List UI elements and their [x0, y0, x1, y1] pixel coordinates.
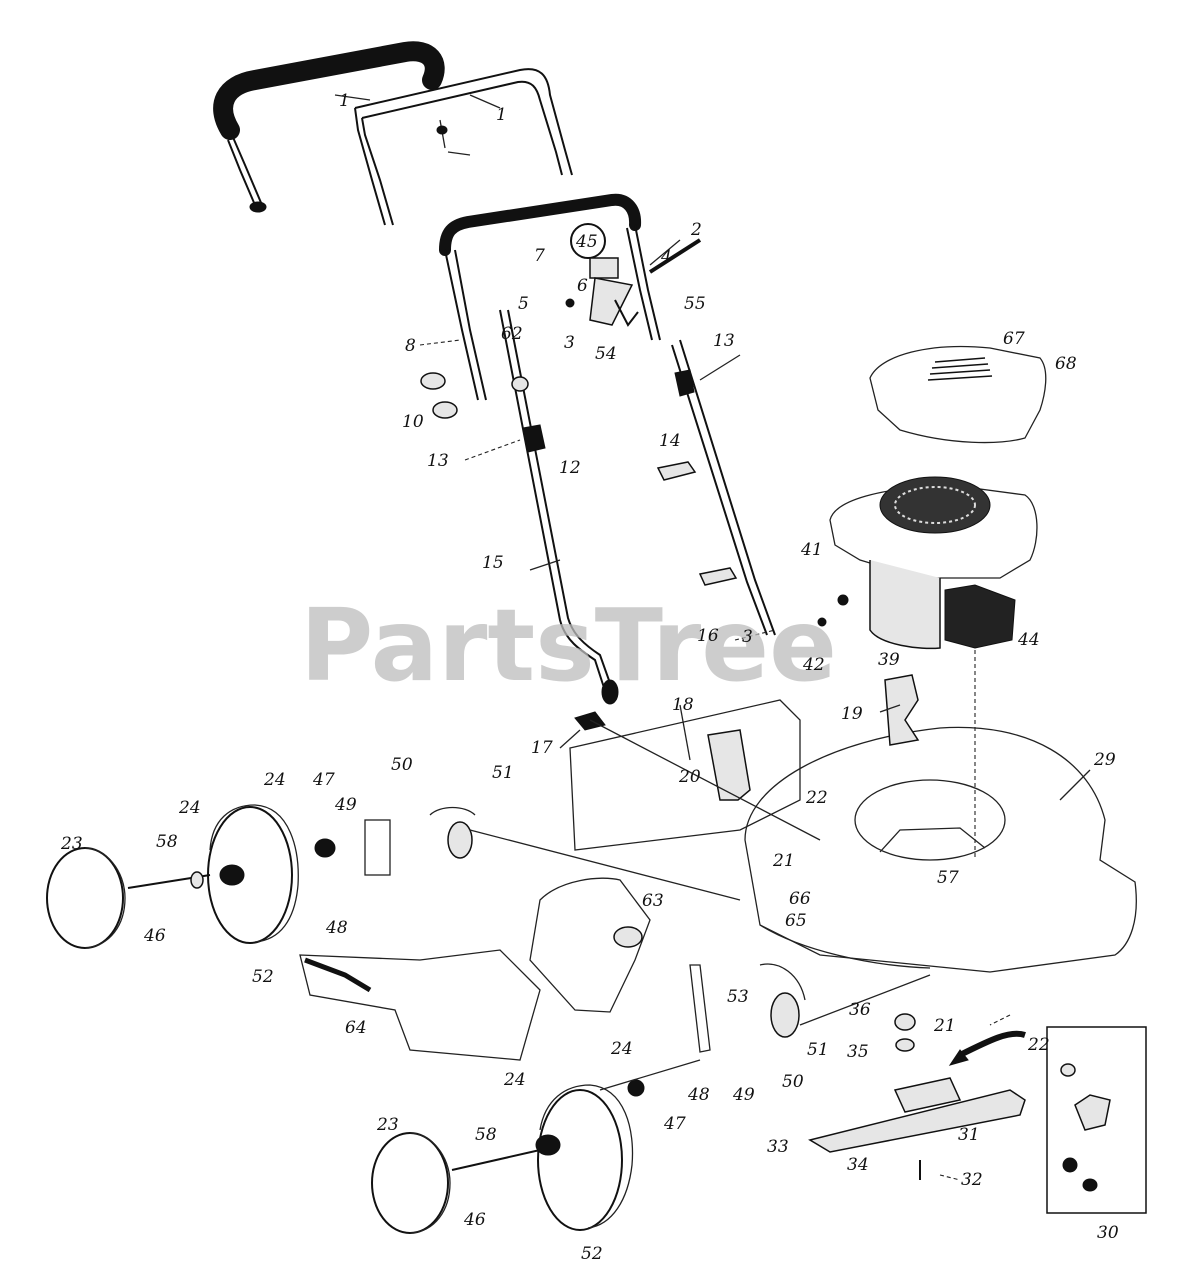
callout-50: 50: [391, 755, 413, 775]
callout-10: 10: [402, 412, 424, 432]
callout-23: 23: [376, 1115, 399, 1135]
callout-13: 13: [427, 451, 449, 471]
callout-13: 13: [713, 331, 735, 351]
callout-19: 19: [841, 704, 863, 724]
callout-1: 1: [496, 105, 507, 125]
callout-17: 17: [531, 738, 553, 758]
callout-68: 68: [1055, 354, 1077, 374]
callout-67: 67: [1003, 329, 1025, 349]
callout-63: 63: [642, 891, 664, 911]
callout-52: 52: [581, 1244, 603, 1264]
callout-52: 52: [252, 967, 274, 987]
callout-4: 4: [660, 247, 672, 267]
callout-49: 49: [732, 1085, 755, 1105]
callout-24: 24: [610, 1039, 633, 1059]
callout-65: 65: [785, 911, 807, 931]
callout-33: 33: [767, 1137, 789, 1157]
callout-29: 29: [1093, 750, 1116, 770]
callout-24: 24: [263, 770, 286, 790]
inset-adapter-detail: [1046, 1026, 1147, 1214]
callout-64: 64: [345, 1018, 367, 1038]
wheel-front-left: [371, 963, 806, 1234]
callout-14: 14: [659, 431, 681, 451]
callout-49: 49: [334, 795, 357, 815]
callout-48: 48: [687, 1085, 710, 1105]
callout-15: 15: [482, 553, 504, 573]
height-adjuster-brackets: [574, 674, 920, 801]
callout-22: 22: [1027, 1035, 1050, 1055]
callout-24: 24: [178, 798, 201, 818]
callout-57: 57: [937, 868, 959, 888]
callout-41: 41: [800, 540, 823, 560]
callout-36: 36: [849, 1000, 871, 1020]
callout-51: 51: [492, 763, 514, 783]
callout-labels: 1 1 2 3 3 4 5 6 7 8 10 12 13 13 14 15 16…: [60, 91, 1119, 1264]
callout-47: 47: [663, 1114, 686, 1134]
callout-55: 55: [684, 294, 706, 314]
callout-1: 1: [339, 91, 350, 111]
control-assembly: [565, 223, 702, 327]
callout-16: 16: [697, 626, 719, 646]
engine-cover: [869, 345, 1047, 444]
callout-32: 32: [961, 1170, 983, 1190]
callout-22: 22: [805, 788, 828, 808]
callout-8: 8: [405, 336, 416, 356]
callout-21: 21: [772, 851, 795, 871]
callout-51: 51: [807, 1040, 829, 1060]
upper-handle-bar: [354, 68, 573, 226]
callout-3: 3: [564, 333, 575, 353]
callout-50: 50: [782, 1072, 804, 1092]
callout-48: 48: [325, 918, 348, 938]
callout-23: 23: [60, 834, 83, 854]
callout-35: 35: [847, 1042, 869, 1062]
leader-lines: [334, 94, 1091, 1181]
callout-46: 46: [143, 926, 166, 946]
watermark-text: PartsTree: [300, 587, 837, 704]
callout-58: 58: [475, 1125, 497, 1145]
callout-34: 34: [847, 1155, 869, 1175]
callout-2: 2: [690, 220, 702, 240]
callout-6: 6: [577, 276, 588, 296]
callout-53: 53: [727, 987, 749, 1007]
callout-20: 20: [678, 767, 701, 787]
callout-3: 3: [742, 627, 753, 647]
callout-12: 12: [559, 458, 581, 478]
callout-45: 45: [575, 232, 598, 252]
lower-handle: [420, 309, 776, 705]
callout-18: 18: [672, 695, 694, 715]
blade-assembly: [808, 1013, 1026, 1180]
callout-54: 54: [595, 344, 617, 364]
engine: [817, 476, 1038, 860]
middle-handle: [439, 193, 661, 401]
callout-31: 31: [958, 1125, 980, 1145]
callout-42: 42: [802, 655, 825, 675]
callout-24: 24: [503, 1070, 526, 1090]
callout-21: 21: [933, 1016, 956, 1036]
mower-deck: [744, 726, 1137, 973]
callout-46: 46: [463, 1210, 486, 1230]
callout-66: 66: [789, 889, 811, 909]
callout-47: 47: [312, 770, 335, 790]
callout-58: 58: [156, 832, 178, 852]
callout-39: 39: [878, 650, 900, 670]
callout-7: 7: [534, 246, 545, 266]
callout-44: 44: [1017, 630, 1040, 650]
upper-handle-grip: [213, 41, 445, 213]
callout-62: 62: [501, 324, 523, 344]
callout-5: 5: [518, 294, 529, 314]
callout-30: 30: [1097, 1223, 1119, 1243]
deck-skirt: [299, 699, 801, 1061]
wheel-rear-left: [46, 804, 476, 949]
